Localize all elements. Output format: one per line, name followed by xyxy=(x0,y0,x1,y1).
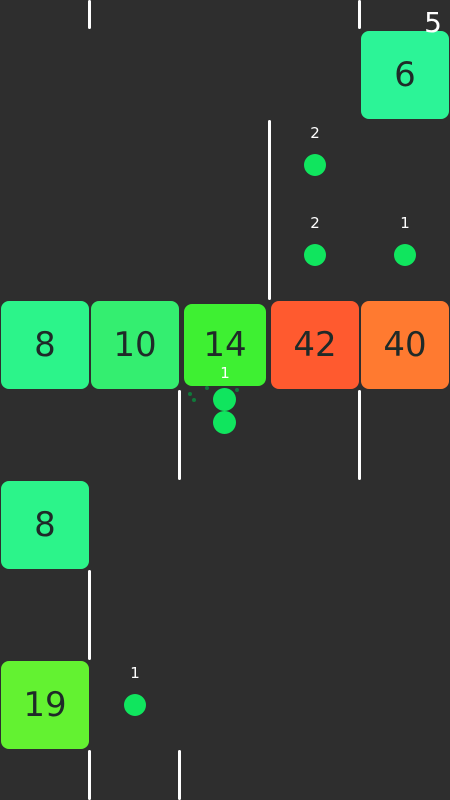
number-block: 14 xyxy=(184,304,266,386)
block-value: 6 xyxy=(394,55,416,95)
pickup-dot[interactable] xyxy=(304,154,326,176)
score: 5 xyxy=(424,6,442,39)
wall xyxy=(88,750,91,800)
number-block: 8 xyxy=(1,301,89,389)
snake-length-label: 1 xyxy=(220,364,230,382)
number-block: 42 xyxy=(271,301,359,389)
wall xyxy=(88,570,91,660)
pickup-dot[interactable] xyxy=(394,244,416,266)
block-value: 10 xyxy=(113,325,157,365)
block-value: 42 xyxy=(293,325,337,365)
number-block: 19 xyxy=(1,661,89,749)
collision-spark xyxy=(205,386,209,390)
block-value: 19 xyxy=(23,685,67,725)
wall xyxy=(358,390,361,480)
pickup-value: 2 xyxy=(310,124,320,142)
number-block: 40 xyxy=(361,301,449,389)
wall xyxy=(88,0,91,29)
collision-spark xyxy=(235,388,239,392)
number-block: 8 xyxy=(1,481,89,569)
block-value: 8 xyxy=(34,505,56,545)
block-value: 14 xyxy=(203,325,247,365)
number-block: 10 xyxy=(91,301,179,389)
pickup-value: 2 xyxy=(310,214,320,232)
wall xyxy=(178,750,181,800)
pickup-value: 1 xyxy=(400,214,410,232)
block-value: 8 xyxy=(34,325,56,365)
snake-head[interactable] xyxy=(213,388,236,411)
pickup-value: 1 xyxy=(130,664,140,682)
number-block: 6 xyxy=(361,31,449,119)
wall xyxy=(358,0,361,29)
block-value: 40 xyxy=(383,325,427,365)
wall xyxy=(268,120,271,300)
collision-spark xyxy=(188,392,192,396)
pickup-dot[interactable] xyxy=(304,244,326,266)
snake-segment xyxy=(213,411,236,434)
collision-spark xyxy=(192,398,196,402)
wall xyxy=(178,390,181,480)
pickup-dot[interactable] xyxy=(124,694,146,716)
